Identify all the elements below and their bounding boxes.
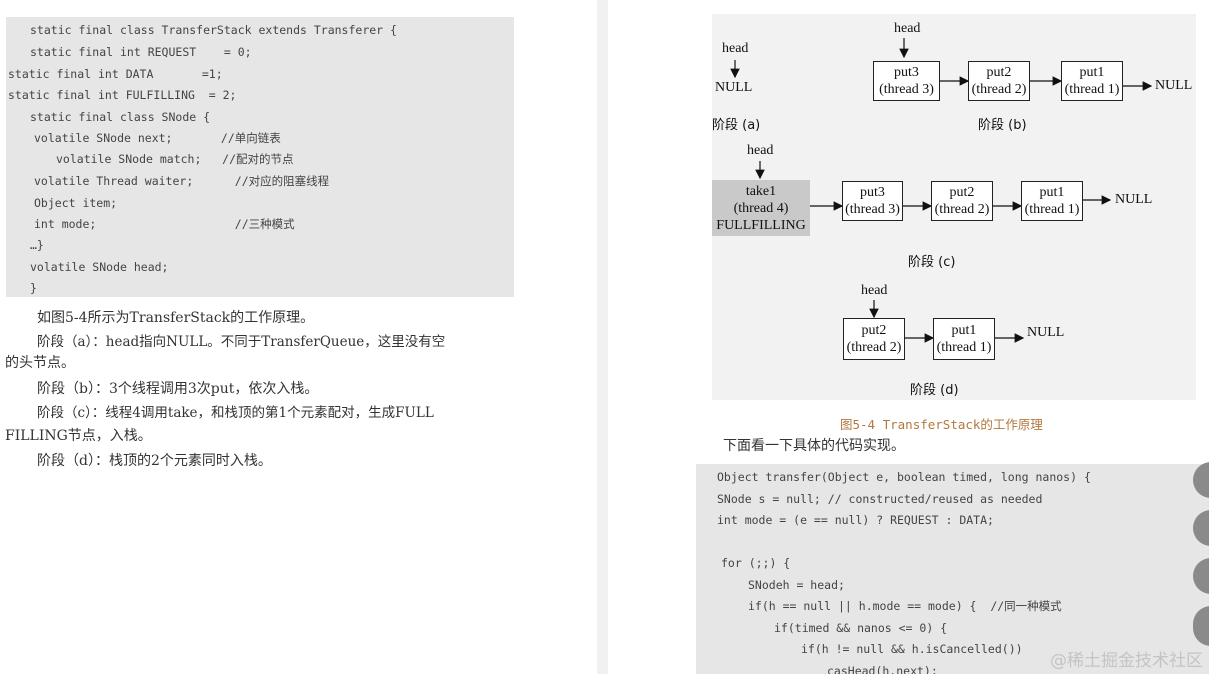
- node-put1-d: put1 (thread 1): [933, 318, 995, 360]
- code-line: }: [30, 281, 37, 295]
- code-line: if(timed && nanos <= 0) {: [774, 621, 948, 635]
- code-line: …}: [30, 238, 44, 252]
- paragraph: 阶段（a）：head指向NULL。不同于TransferQueue，这里没有空: [37, 334, 446, 350]
- node-thread: (thread 4): [733, 200, 789, 216]
- node-put3-c: put3 (thread 3): [842, 181, 903, 221]
- code-line: SNodeh = head;: [748, 578, 845, 592]
- stage-b-label: 阶段 (b): [978, 118, 1027, 133]
- side-tab[interactable]: [1193, 510, 1209, 546]
- node-thread: (thread 3): [845, 202, 900, 217]
- left-page: static final class TransferStack extends…: [0, 0, 597, 674]
- scroll-up-button[interactable]: [1193, 606, 1209, 646]
- stage-d-label: 阶段 (d): [910, 383, 959, 398]
- code-line: Object transfer(Object e, boolean timed,…: [717, 470, 1091, 484]
- null-label-c: NULL: [1115, 192, 1153, 207]
- node-take1-c: take1 (thread 4) FULLFILLING: [712, 180, 810, 236]
- code-line: int mode; //三种模式: [34, 217, 295, 231]
- paragraph: 阶段（b）：3个线程调用3次put，依次入栈。: [37, 381, 319, 397]
- transferstack-code-block: static final class TransferStack extends…: [6, 17, 514, 297]
- null-label-a: NULL: [715, 80, 753, 95]
- paragraph: 的头节点。: [5, 355, 75, 371]
- transferstack-figure: head NULL 阶段 (a) head put3 (thread 3) pu…: [712, 14, 1196, 400]
- node-name: put3: [894, 65, 919, 80]
- paragraph: 阶段（c）：线程4调用take，和栈顶的第1个元素配对，生成FULL: [37, 405, 434, 421]
- node-name: put1: [951, 323, 977, 338]
- node-thread: (thread 1): [936, 340, 992, 355]
- node-name: put2: [949, 185, 975, 200]
- paragraph: 下面看一下具体的代码实现。: [723, 438, 905, 454]
- head-label-b: head: [894, 21, 921, 36]
- right-page: head NULL 阶段 (a) head put3 (thread 3) pu…: [608, 0, 1209, 674]
- node-put2-b: put2 (thread 2): [968, 61, 1030, 101]
- node-thread: (thread 2): [934, 202, 990, 217]
- node-name: put2: [986, 65, 1012, 80]
- figure-caption: 图5-4 TransferStack的工作原理: [840, 417, 1043, 432]
- node-name: put2: [861, 323, 887, 338]
- watermark: @稀土掘金技术社区: [1050, 651, 1203, 671]
- head-label-a: head: [722, 41, 749, 56]
- figure-arrows: [730, 38, 1153, 343]
- code-line: static final int FULFILLING = 2;: [8, 88, 237, 102]
- node-mode: FULLFILLING: [716, 217, 806, 233]
- paragraph: FILLING节点，入栈。: [5, 428, 152, 444]
- side-tab[interactable]: [1193, 462, 1209, 498]
- code-line: volatile SNode match; //配对的节点: [56, 152, 294, 166]
- paragraph: 阶段（d）：栈顶的2个元素同时入栈。: [37, 453, 272, 469]
- node-name: take1: [745, 183, 777, 199]
- code-line: static final class SNode {: [30, 110, 211, 124]
- node-name: put1: [1039, 185, 1065, 200]
- code-line: if(h != null && h.isCancelled()): [801, 642, 1023, 656]
- node-name: put1: [1079, 65, 1105, 80]
- node-put2-c: put2 (thread 2): [931, 181, 993, 221]
- code-line: casHead(h.next);: [827, 664, 938, 674]
- node-thread: (thread 3): [879, 82, 934, 97]
- node-put2-d: put2 (thread 2): [843, 318, 905, 360]
- paragraph: 如图5-4所示为TransferStack的工作原理。: [37, 310, 315, 326]
- head-label-d: head: [861, 283, 888, 298]
- node-put3-b: put3 (thread 3): [873, 61, 940, 101]
- side-tab[interactable]: [1193, 558, 1209, 594]
- code-line: for (;;) {: [721, 556, 791, 570]
- code-line: static final int REQUEST = 0;: [30, 45, 252, 59]
- code-line: SNode s = null; // constructed/reused as…: [717, 492, 1043, 506]
- code-line: volatile Thread waiter; //对应的阻塞线程: [34, 174, 330, 188]
- code-line: static final int DATA =1;: [8, 67, 223, 81]
- code-line: volatile SNode next; //单向链表: [34, 131, 281, 145]
- node-name: put3: [860, 185, 885, 200]
- node-thread: (thread 1): [1024, 202, 1080, 217]
- code-line: volatile SNode head;: [30, 260, 169, 274]
- node-put1-c: put1 (thread 1): [1021, 181, 1083, 221]
- stage-a-label: 阶段 (a): [712, 118, 761, 133]
- code-line: static final class TransferStack extends…: [30, 23, 397, 37]
- null-label-d: NULL: [1027, 325, 1065, 340]
- code-line: int mode = (e == null) ? REQUEST : DATA;: [717, 513, 994, 527]
- node-thread: (thread 2): [971, 82, 1027, 97]
- stage-c-label: 阶段 (c): [908, 255, 956, 270]
- code-line: Object item;: [34, 196, 118, 210]
- node-thread: (thread 1): [1064, 82, 1120, 97]
- node-put1-b: put1 (thread 1): [1061, 61, 1123, 101]
- node-thread: (thread 2): [846, 340, 902, 355]
- code-line: if(h == null || h.mode == mode) { //同一种模…: [748, 599, 1062, 613]
- null-label-b: NULL: [1155, 78, 1193, 93]
- head-label-c: head: [747, 143, 774, 158]
- transfer-code-block: Object transfer(Object e, boolean timed,…: [696, 464, 1209, 674]
